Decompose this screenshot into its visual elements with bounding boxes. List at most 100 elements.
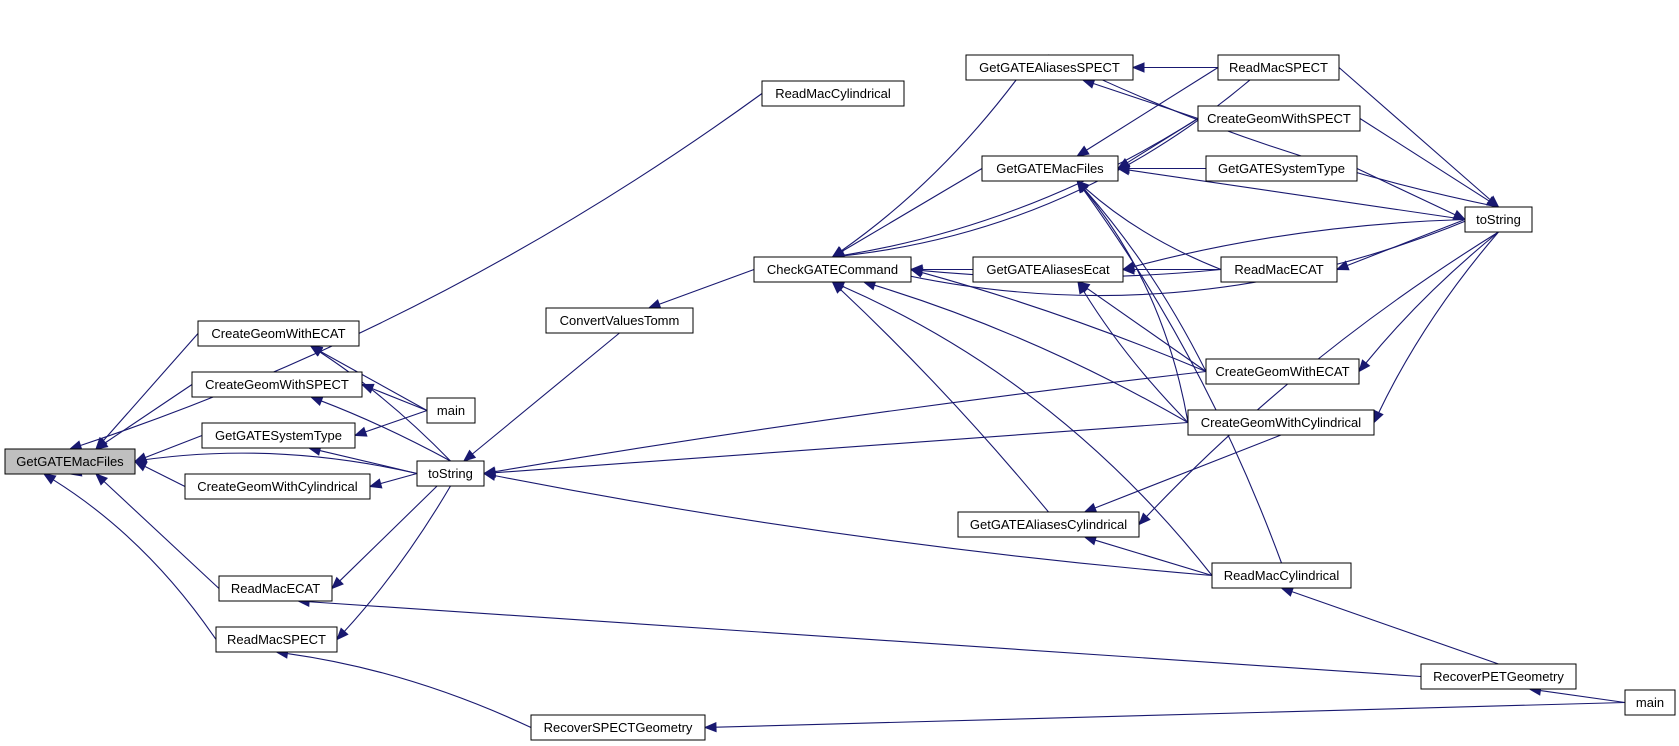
call-edge — [144, 465, 186, 487]
call-edge — [843, 118, 1199, 256]
node-n-ts2[interactable]: toString — [1464, 206, 1533, 233]
node-label: CreateGeomWithCylindrical — [1201, 415, 1361, 430]
node-n-main2[interactable]: main — [1624, 689, 1676, 716]
node-label: GetGATEAliasesCylindrical — [970, 517, 1127, 532]
node-box — [1205, 358, 1360, 385]
call-edge — [339, 485, 438, 582]
call-edge — [472, 332, 620, 455]
call-edge — [1378, 231, 1499, 413]
node-n-rms1[interactable]: ReadMacSPECT — [215, 626, 338, 653]
node-n-focus[interactable]: GetGATEMacFiles — [4, 448, 136, 475]
node-box — [1205, 155, 1358, 182]
call-edge — [1359, 118, 1490, 202]
call-edge — [840, 289, 1049, 513]
node-n-rpg[interactable]: RecoverPETGeometry — [1420, 663, 1577, 690]
node-n-gmf2[interactable]: GetGATEMacFiles — [981, 155, 1119, 182]
node-box — [1197, 105, 1361, 132]
node-n-rms2[interactable]: ReadMacSPECT — [1217, 54, 1340, 81]
node-n-rme1[interactable]: ReadMacECAT — [218, 575, 333, 602]
node-n-cgs2[interactable]: CreateGeomWithSPECT — [1197, 105, 1361, 132]
arrowhead — [309, 345, 324, 357]
arrowhead — [353, 426, 368, 437]
node-box — [530, 714, 706, 741]
call-edge — [104, 384, 193, 444]
node-n-gst2[interactable]: GetGATESystemType — [1205, 155, 1358, 182]
node-box — [1187, 409, 1375, 436]
arrowhead — [1373, 409, 1384, 424]
arrowhead — [309, 396, 324, 407]
node-box — [1420, 663, 1577, 690]
call-edge — [1059, 59, 1499, 208]
node-n-rmc2[interactable]: ReadMacCylindrical — [1211, 562, 1352, 589]
node-label: CreateGeomWithSPECT — [1207, 111, 1351, 126]
arrowhead — [42, 473, 57, 485]
edges-layer — [42, 54, 1626, 733]
call-edge — [1083, 189, 1283, 564]
node-label: ReadMacCylindrical — [775, 86, 891, 101]
node-n-main1[interactable]: main — [426, 397, 476, 424]
node-n-gas[interactable]: GetGATEAliasesSPECT — [965, 54, 1134, 81]
call-edge — [1084, 188, 1207, 372]
call-edge — [320, 350, 428, 411]
node-n-cgc[interactable]: CheckGATECommand — [753, 256, 912, 283]
call-edge — [365, 409, 428, 433]
call-edge — [80, 93, 763, 447]
call-edge — [874, 284, 1189, 423]
node-n-cgc1[interactable]: CreateGeomWithCylindrical — [184, 473, 371, 500]
call-edge — [380, 472, 418, 485]
nodes-layer: GetGATEMacFilesCreateGeomWithECATCreateG… — [4, 54, 1676, 741]
node-label: ReadMacSPECT — [1229, 60, 1328, 75]
call-edge — [1083, 291, 1189, 423]
call-edge — [1347, 218, 1466, 267]
node-box — [1211, 562, 1352, 589]
node-box — [981, 155, 1119, 182]
call-edge — [103, 481, 220, 589]
node-n-gst1[interactable]: GetGATESystemType — [201, 422, 356, 449]
node-box — [753, 256, 912, 283]
node-box — [1217, 54, 1340, 81]
node-n-rsg[interactable]: RecoverSPECTGeometry — [530, 714, 706, 741]
call-edge — [344, 485, 451, 632]
node-n-gac[interactable]: GetGATEAliasesCylindrical — [957, 511, 1140, 538]
node-label: CheckGATECommand — [767, 262, 898, 277]
node-n-ts1[interactable]: toString — [416, 460, 485, 487]
node-box — [1464, 206, 1533, 233]
node-box — [1624, 689, 1676, 716]
call-edge — [1093, 82, 1199, 120]
node-label: CreateGeomWithSPECT — [205, 377, 349, 392]
call-edge — [494, 370, 1207, 473]
node-n-gae[interactable]: GetGATEAliasesEcat — [972, 256, 1124, 283]
call-edge — [287, 652, 532, 728]
arrowhead — [1076, 179, 1089, 194]
node-n-cge2[interactable]: CreateGeomWithECAT — [1205, 358, 1360, 385]
call-edge — [1094, 434, 1282, 509]
arrowhead — [1358, 359, 1371, 373]
call-edge — [1127, 118, 1199, 164]
call-edge — [494, 421, 1189, 474]
call-edge — [1085, 187, 1222, 271]
node-n-rmc1[interactable]: ReadMacCylindrical — [761, 80, 905, 107]
node-n-cgcy2[interactable]: CreateGeomWithCylindrical — [1187, 409, 1375, 436]
call-edge — [1338, 67, 1491, 201]
call-edge — [842, 206, 1499, 297]
arrowhead — [1131, 62, 1145, 73]
node-box — [1220, 256, 1338, 283]
call-edge — [841, 168, 983, 252]
node-box — [215, 626, 338, 653]
call-edge — [1540, 689, 1626, 704]
node-label: main — [437, 403, 465, 418]
arrowhead — [1083, 502, 1098, 513]
node-label: RecoverPETGeometry — [1433, 669, 1564, 684]
call-edge — [102, 333, 199, 442]
node-label: toString — [1476, 212, 1521, 227]
node-n-cge1[interactable]: CreateGeomWithECAT — [197, 320, 360, 347]
node-box — [972, 256, 1124, 283]
node-label: GetGATEAliasesEcat — [986, 262, 1110, 277]
call-edge — [372, 388, 428, 412]
arrowhead — [462, 449, 477, 462]
node-n-cvt[interactable]: ConvertValuesTomm — [545, 307, 694, 334]
node-n-cgs1[interactable]: CreateGeomWithSPECT — [191, 371, 363, 398]
node-n-rme2[interactable]: ReadMacECAT — [1220, 256, 1338, 283]
call-edge — [1086, 287, 1207, 372]
node-box — [965, 54, 1134, 81]
